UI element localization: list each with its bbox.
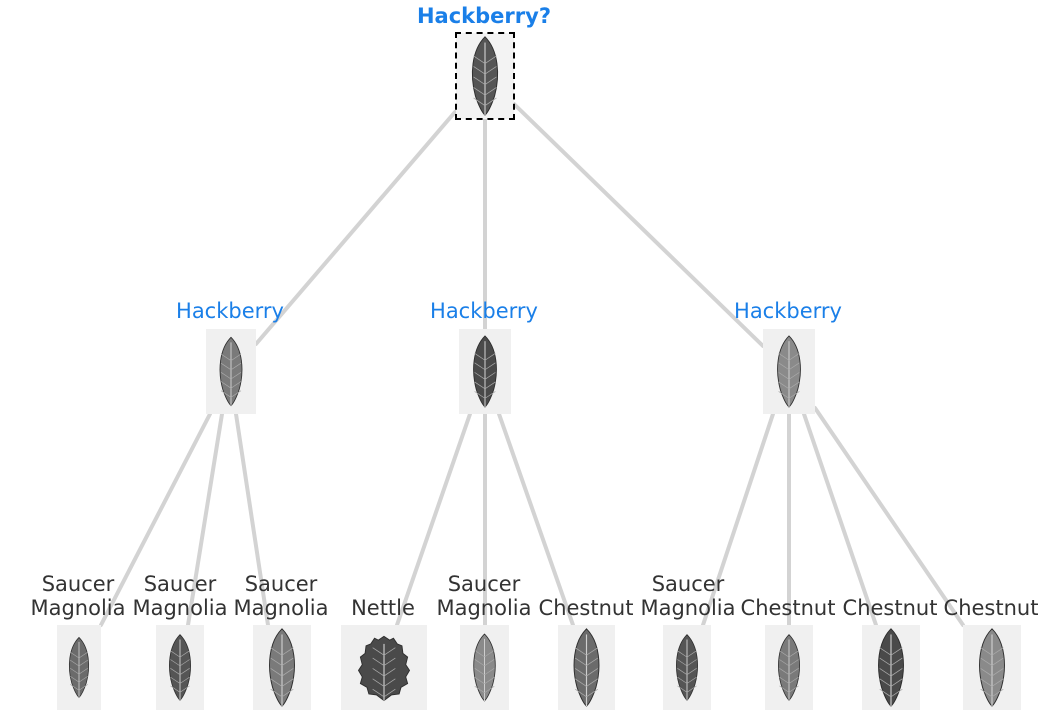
edge-mid-to-leaf-1 <box>186 412 224 627</box>
leaf-thumbnail-4 <box>460 625 509 710</box>
mid-label-0: Hackberry <box>176 299 284 323</box>
leaf-label-3: Nettle <box>351 596 415 620</box>
leaf-icon <box>206 329 256 414</box>
leaf-icon <box>460 625 509 710</box>
edge-mid-to-leaf-9 <box>813 406 965 627</box>
leaf-thumbnail-2 <box>253 625 311 710</box>
root-thumbnail <box>455 32 515 120</box>
leaf-thumbnail-9 <box>963 625 1021 710</box>
edge-mid-to-leaf-3 <box>395 412 472 627</box>
leaf-icon <box>459 329 511 414</box>
leaf-label-6: Saucer Magnolia <box>640 572 736 620</box>
leaf-label-8: Chestnut <box>842 596 938 620</box>
leaf-label-9: Chestnut <box>943 596 1039 620</box>
edge-root-to-mid-0 <box>254 110 457 346</box>
leaf-label-5: Chestnut <box>538 596 634 620</box>
leaf-label-2: Saucer Magnolia <box>233 572 329 620</box>
leaf-thumbnail-3 <box>341 625 427 710</box>
leaf-thumbnail-0 <box>57 625 101 710</box>
mid-label-2: Hackberry <box>734 299 842 323</box>
leaf-icon <box>963 625 1021 710</box>
leaf-thumbnail-6 <box>663 625 711 710</box>
edge-mid-to-leaf-5 <box>497 412 575 627</box>
edge-mid-to-leaf-8 <box>802 412 878 627</box>
edge-mid-to-leaf-0 <box>99 412 212 627</box>
leaf-label-0: Saucer Magnolia <box>30 572 126 620</box>
leaf-icon <box>862 625 920 710</box>
leaf-icon <box>57 625 101 710</box>
edge-root-to-mid-2 <box>512 102 765 348</box>
mid-thumbnail-2 <box>763 329 815 414</box>
leaf-label-7: Chestnut <box>740 596 836 620</box>
leaf-thumbnail-5 <box>558 625 615 710</box>
leaf-label-4: Saucer Magnolia <box>436 572 532 620</box>
leaf-icon <box>156 625 204 710</box>
leaf-icon <box>663 625 711 710</box>
leaf-label-1: Saucer Magnolia <box>132 572 228 620</box>
root-label: Hackberry? <box>416 4 552 28</box>
leaf-thumbnail-1 <box>156 625 204 710</box>
edge-mid-to-leaf-2 <box>234 412 270 627</box>
mid-thumbnail-1 <box>459 329 511 414</box>
mid-thumbnail-0 <box>206 329 256 414</box>
mid-label-1: Hackberry <box>430 299 538 323</box>
leaf-icon <box>763 329 815 414</box>
leaf-icon <box>456 33 514 119</box>
edge-mid-to-leaf-6 <box>701 412 775 627</box>
leaf-icon <box>765 625 813 710</box>
serrated-leaf-icon <box>341 625 427 710</box>
leaf-icon <box>253 625 311 710</box>
leaf-thumbnail-7 <box>765 625 813 710</box>
leaf-thumbnail-8 <box>862 625 920 710</box>
leaf-icon <box>558 625 615 710</box>
